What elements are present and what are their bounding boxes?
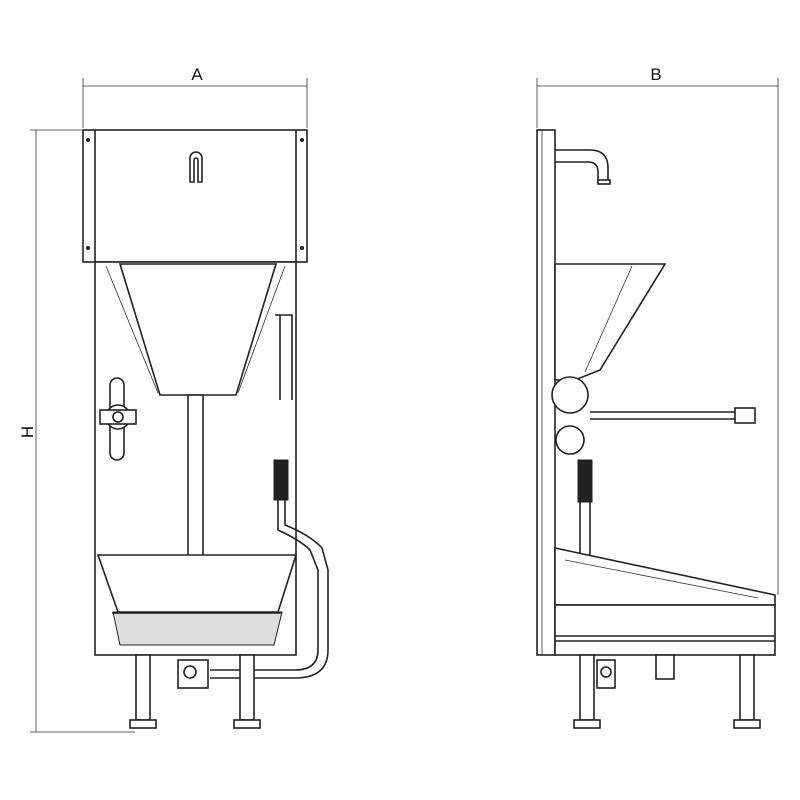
dimension-b: B bbox=[536, 65, 779, 595]
dimension-a-label: A bbox=[191, 65, 203, 84]
front-view bbox=[82, 129, 329, 729]
dimension-h-label: H bbox=[18, 426, 37, 438]
faucet-icon bbox=[189, 151, 203, 183]
dimension-b-label: B bbox=[650, 65, 661, 84]
dimension-h: H bbox=[18, 129, 135, 733]
side-view bbox=[536, 129, 776, 729]
side-faucet-icon bbox=[555, 149, 609, 182]
dimension-a: A bbox=[82, 65, 308, 128]
